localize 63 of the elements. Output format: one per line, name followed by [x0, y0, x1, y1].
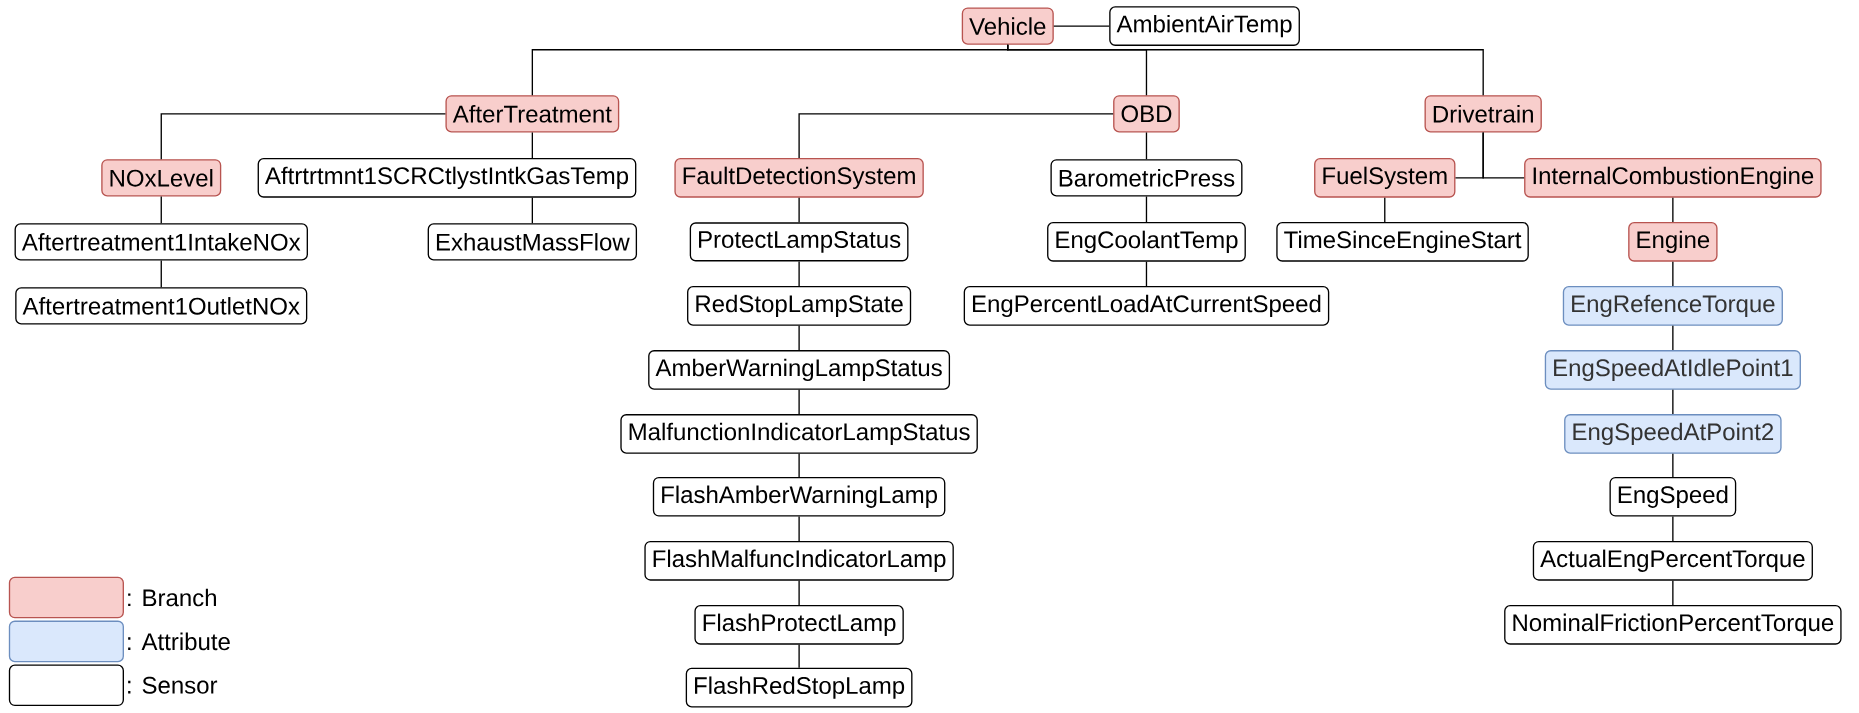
branch-box: NOxLevel — [101, 159, 222, 197]
connector-line — [1007, 44, 1484, 96]
sensor-box: FlashRedStopLamp — [685, 667, 913, 708]
connector-line — [1482, 131, 1525, 179]
sensor-box: EngPercentLoadAtCurrentSpeed — [963, 286, 1330, 326]
connector-line — [1145, 261, 1148, 287]
sensor-box: EngSpeed — [1609, 476, 1737, 517]
sensor-box: ProtectLampStatus — [689, 222, 909, 262]
sensor-box: Aftertreatment1OutletNOx — [15, 287, 308, 325]
sensor-box: RedStopLampState — [687, 286, 912, 326]
connector-line — [1672, 389, 1674, 415]
sensor-box: AmbientAirTemp — [1109, 6, 1300, 46]
connector-line — [1145, 195, 1148, 223]
connector-line — [160, 259, 162, 288]
branch-box: InternalCombustionEngine — [1524, 158, 1822, 198]
sensor-box: EngCoolantTemp — [1047, 222, 1246, 262]
branch-box: Vehicle — [961, 7, 1054, 45]
legend-label: : Attribute — [128, 632, 230, 651]
connector-line — [798, 260, 800, 287]
sensor-box: NominalFrictionPercentTorque — [1504, 604, 1842, 645]
connector-line — [1672, 197, 1674, 223]
connector-line — [1384, 197, 1386, 223]
connector-line — [1053, 25, 1110, 27]
sensor-box: Aftertreatment1IntakeNOx — [14, 223, 308, 261]
connector-line — [798, 389, 800, 415]
connector-line — [160, 113, 447, 160]
connector-line — [798, 515, 800, 542]
branch-box: AfterTreatment — [445, 95, 620, 133]
connector-line — [798, 197, 800, 223]
connector-line — [531, 131, 533, 159]
connector-line — [1672, 325, 1674, 351]
connector-line — [160, 195, 162, 224]
sensor-box: TimeSinceEngineStart — [1276, 222, 1529, 262]
branch-box: Engine — [1628, 222, 1718, 262]
connector-line — [798, 325, 800, 351]
attribute-box: EngSpeedAtPoint2 — [1564, 414, 1782, 454]
connector-line — [798, 579, 800, 606]
attribute-box: EngRefenceTorque — [1562, 286, 1783, 326]
branch-box: Drivetrain — [1424, 95, 1542, 133]
connector-line — [798, 113, 1114, 159]
connector-line — [798, 453, 800, 478]
connector-line — [1672, 261, 1674, 287]
branch-box: OBD — [1113, 95, 1180, 133]
connector-line — [1145, 131, 1148, 160]
connector-line — [531, 197, 533, 224]
connector-line — [1672, 453, 1674, 478]
sensor-box: FlashProtectLamp — [694, 604, 904, 645]
legend-label: : Branch — [128, 588, 216, 607]
sensor-box: FlashMalfuncIndicatorLamp — [644, 540, 954, 581]
sensor-box: FlashAmberWarningLamp — [652, 476, 946, 517]
branch-box: FaultDetectionSystem — [674, 158, 924, 198]
connector-line — [798, 644, 800, 669]
sensor-box: Aftrtrtmnt1SCRCtlystIntkGasTemp — [257, 158, 637, 198]
attribute-box: EngSpeedAtIdlePoint1 — [1544, 350, 1801, 390]
sensor-box: ExhaustMassFlow — [427, 223, 638, 261]
legend-label: : Sensor — [128, 676, 218, 694]
connector-line — [1672, 579, 1674, 606]
sensor-box: ActualEngPercentTorque — [1532, 540, 1813, 581]
branch-box: FuelSystem — [1314, 158, 1456, 198]
connector-line — [1672, 515, 1674, 542]
sensor-box: MalfunctionIndicatorLampStatus — [620, 414, 978, 454]
sensor-box: AmberWarningLampStatus — [648, 350, 951, 390]
sensor-box: BarometricPress — [1050, 159, 1243, 197]
